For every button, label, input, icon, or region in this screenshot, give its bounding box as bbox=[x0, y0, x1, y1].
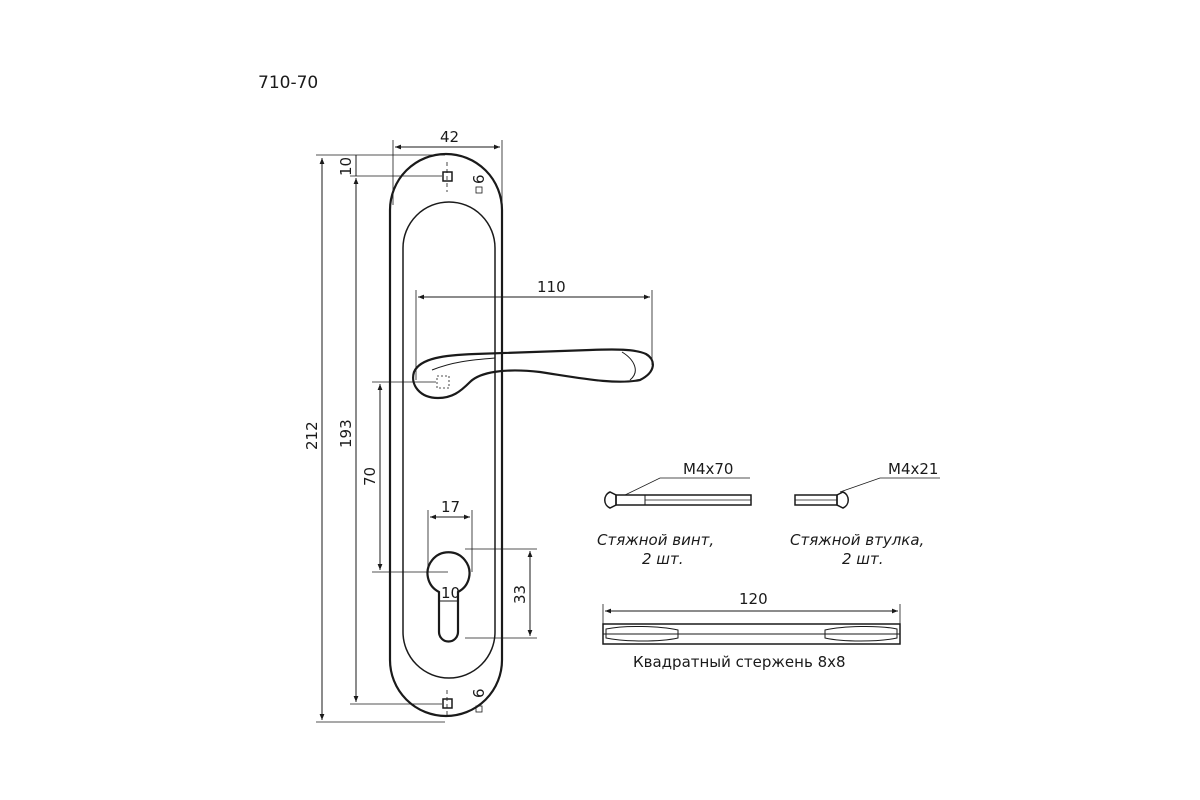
screw-spec: M4x70 bbox=[683, 460, 733, 478]
lever-handle bbox=[412, 348, 654, 400]
screw-part bbox=[604, 477, 752, 509]
back-plate bbox=[388, 152, 504, 718]
model-code: 710-70 bbox=[258, 73, 318, 93]
bushing-part bbox=[794, 477, 940, 509]
bottom-mounting-hole bbox=[442, 698, 453, 709]
dim-plate-width: 42 bbox=[440, 128, 459, 146]
rod-length: 120 bbox=[739, 590, 768, 608]
dim-cylinder-height: 33 bbox=[511, 585, 529, 604]
rod-caption: Квадратный стержень 8х8 bbox=[633, 653, 846, 671]
bushing-caption-line1: Стяжной втулка, bbox=[790, 531, 924, 549]
dim-top-offset: 10 bbox=[337, 157, 355, 176]
dim-hole-spacing: 193 bbox=[337, 419, 355, 448]
dim-hole-size-bottom: 6 bbox=[470, 688, 488, 698]
dim-cylinder-width: 17 bbox=[441, 498, 460, 516]
plate-inner-outline bbox=[402, 201, 496, 679]
dim-cylinder-slot: 10 bbox=[441, 584, 460, 602]
top-hole-marker bbox=[475, 186, 483, 194]
dimension-lines bbox=[316, 140, 653, 723]
spindle-square bbox=[436, 375, 450, 389]
square-rod-part bbox=[602, 604, 901, 645]
bushing-spec: M4x21 bbox=[888, 460, 938, 478]
lever-outline bbox=[412, 348, 654, 400]
dim-center-distance: 70 bbox=[361, 467, 379, 486]
dim-handle-length: 110 bbox=[537, 278, 566, 296]
bottom-hole-marker bbox=[475, 705, 483, 713]
screw-caption-line1: Стяжной винт, bbox=[597, 531, 714, 549]
screw-caption-line2: 2 шт. bbox=[642, 550, 684, 568]
top-mounting-hole bbox=[442, 171, 453, 182]
bushing-caption-line2: 2 шт. bbox=[842, 550, 884, 568]
plate-outline bbox=[388, 152, 504, 718]
dim-hole-size-top: 6 bbox=[470, 174, 488, 184]
dim-overall-height: 212 bbox=[303, 421, 321, 450]
